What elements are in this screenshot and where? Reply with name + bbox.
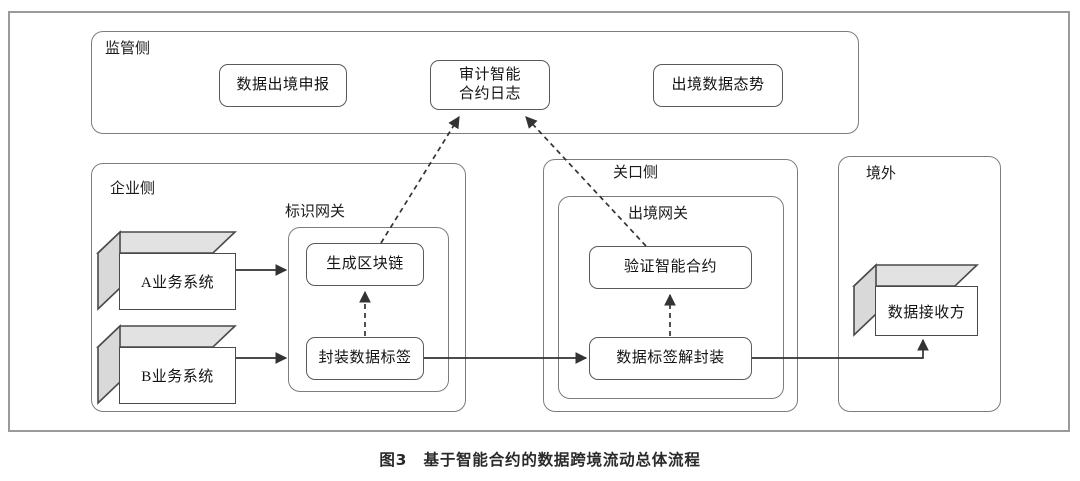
node-verify-smart-contract[interactable]: 验证智能合约 bbox=[589, 246, 752, 289]
region-label-enterprise: 企业侧 bbox=[110, 181, 156, 197]
system-data-receiver-label: 数据接收方 bbox=[875, 286, 978, 336]
region-panel-overseas bbox=[838, 156, 1001, 412]
region-panel-enterprise bbox=[91, 163, 466, 412]
node-generate-blockchain[interactable]: 生成区块链 bbox=[306, 243, 424, 286]
region-label-overseas: 境外 bbox=[866, 166, 897, 182]
node-audit-contract-log[interactable]: 审计智能 合约日志 bbox=[430, 60, 550, 110]
node-audit-contract-log-line1: 审计智能 bbox=[458, 67, 521, 84]
node-export-data-posture[interactable]: 出境数据态势 bbox=[653, 64, 783, 107]
system-business-system-b[interactable]: B业务系统 bbox=[96, 324, 237, 405]
region-panel-customs bbox=[543, 159, 798, 412]
cube-3d-shape-receiver bbox=[852, 263, 979, 337]
system-business-system-b-label: B业务系统 bbox=[119, 347, 236, 404]
node-data-export-declaration[interactable]: 数据出境申报 bbox=[219, 64, 347, 107]
region-label-customs: 关口侧 bbox=[613, 165, 659, 181]
system-business-system-a[interactable]: A业务系统 bbox=[96, 230, 237, 311]
cube-3d-shape-b bbox=[96, 324, 237, 405]
region-label-exit-gateway: 出境网关 bbox=[628, 206, 689, 222]
region-label-regulator: 监管侧 bbox=[105, 41, 151, 57]
region-panel-id-gateway bbox=[288, 227, 449, 392]
region-panel-exit-gateway bbox=[558, 196, 784, 399]
region-panel-regulator bbox=[91, 31, 859, 134]
system-data-receiver[interactable]: 数据接收方 bbox=[852, 263, 979, 337]
node-encapsulate-data-tag[interactable]: 封装数据标签 bbox=[306, 337, 424, 380]
cube-3d-shape-a bbox=[96, 230, 237, 311]
figure-caption: 图3 基于智能合约的数据跨境流动总体流程 bbox=[379, 451, 701, 469]
region-label-id-gateway: 标识网关 bbox=[285, 204, 346, 220]
node-data-tag-decapsulation[interactable]: 数据标签解封装 bbox=[589, 337, 752, 380]
system-business-system-a-label: A业务系统 bbox=[119, 253, 236, 310]
node-audit-contract-log-line2: 合约日志 bbox=[458, 86, 521, 102]
